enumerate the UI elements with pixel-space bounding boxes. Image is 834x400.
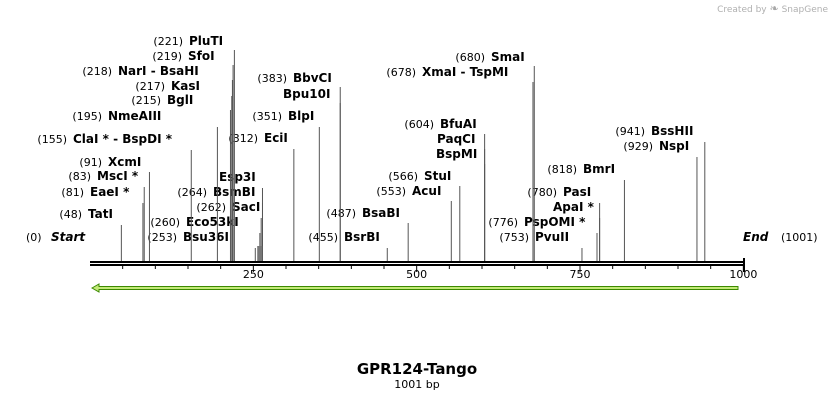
sequence-length: 1001 bp xyxy=(394,378,440,391)
site-position: (91) xyxy=(79,156,102,169)
ruler-tick-label: 1000 xyxy=(729,268,757,281)
site-position: (941) xyxy=(615,125,645,138)
site-name[interactable]: BsaBI xyxy=(362,206,400,220)
site-name[interactable]: PasI xyxy=(563,185,591,199)
site-position: (312) xyxy=(228,132,258,145)
site-position: (776) xyxy=(488,216,518,229)
site-name[interactable]: NarI - BsaHI xyxy=(118,64,199,78)
site-position: (48) xyxy=(59,208,82,221)
sequence-title: GPR124-Tango xyxy=(356,360,478,378)
site-position: (680) xyxy=(455,51,485,64)
site-name[interactable]: NmeAIII xyxy=(108,109,161,123)
site-position: (553) xyxy=(376,185,406,198)
snapgene-logo-icon: ❧ xyxy=(769,2,779,15)
site-name[interactable]: EaeI * xyxy=(90,185,130,199)
site-cluster-marker xyxy=(257,246,263,261)
site-name[interactable]: XcmI xyxy=(108,155,141,169)
site-position: (262) xyxy=(196,201,226,214)
map-ends: (0) Start End (1001) xyxy=(26,230,818,244)
site-position: (253) xyxy=(147,231,177,244)
ruler-tick-label: 500 xyxy=(406,268,427,281)
site-position: (260) xyxy=(150,216,180,229)
site-name[interactable]: BssHII xyxy=(651,124,693,138)
start-position: (0) xyxy=(26,231,42,244)
site-position: (455) xyxy=(308,231,338,244)
site-position: (780) xyxy=(527,186,557,199)
start-label: Start xyxy=(51,230,86,244)
site-position: (83) xyxy=(68,170,91,183)
site-name[interactable]: ClaI * - BspDI * xyxy=(73,132,173,146)
ruler-tick-label: 750 xyxy=(570,268,591,281)
feature-track xyxy=(90,283,739,293)
site-name[interactable]: BsrBI xyxy=(344,230,380,244)
site-name[interactable]: TatI xyxy=(88,207,113,221)
site-name[interactable]: Esp3I xyxy=(219,170,256,184)
site-name[interactable]: KasI xyxy=(171,79,200,93)
site-name[interactable]: BmrI xyxy=(583,162,615,176)
site-name[interactable]: AcuI xyxy=(412,184,441,198)
site-name[interactable]: NspI xyxy=(659,139,689,153)
site-name[interactable]: SfoI xyxy=(188,49,215,63)
site-name[interactable]: BbvCI xyxy=(293,71,332,85)
site-position: (215) xyxy=(131,94,161,107)
site-name[interactable]: SacI xyxy=(232,200,260,214)
site-position: (929) xyxy=(623,140,653,153)
site-position: (81) xyxy=(61,186,84,199)
site-name[interactable]: PvuII xyxy=(535,230,569,244)
sequence-ruler: 250 500 750 1000 xyxy=(90,258,757,281)
site-position: (383) xyxy=(257,72,287,85)
site-position: (487) xyxy=(326,207,356,220)
site-name[interactable]: Bsu36I xyxy=(183,230,229,244)
site-name[interactable]: XmaI - TspMI xyxy=(422,65,508,79)
site-position: (351) xyxy=(252,110,282,123)
end-position: (1001) xyxy=(781,231,818,244)
site-name[interactable]: StuI xyxy=(424,169,451,183)
site-position: (604) xyxy=(404,118,434,131)
site-labels: TatI (48) EaeI * (81) MscI * (83) XcmI (91) ClaI… xyxy=(37,34,693,244)
site-lines xyxy=(120,50,706,261)
site-position: (155) xyxy=(37,133,67,146)
site-position: (264) xyxy=(177,186,207,199)
site-position: (218) xyxy=(82,65,112,78)
end-label: End xyxy=(743,230,769,244)
site-name[interactable]: BspMI xyxy=(436,147,477,161)
site-name[interactable]: PluTI xyxy=(189,34,223,48)
site-name[interactable]: BglI xyxy=(167,93,193,107)
ruler-ticks: 250 500 750 1000 xyxy=(122,258,757,281)
site-name[interactable]: PspOMI * xyxy=(524,215,586,229)
feature-arrow[interactable] xyxy=(90,283,739,293)
site-position: (818) xyxy=(547,163,577,176)
site-position: (219) xyxy=(152,50,182,63)
site-name[interactable]: Eco53kI xyxy=(186,215,239,229)
site-name[interactable]: PaqCI xyxy=(437,132,475,146)
site-position: (753) xyxy=(499,231,529,244)
site-name[interactable]: BfuAI xyxy=(440,117,477,131)
site-position: (195) xyxy=(72,110,102,123)
site-name[interactable]: Bpu10I xyxy=(283,87,330,101)
site-position: (217) xyxy=(135,80,165,93)
site-name[interactable]: SmaI xyxy=(491,50,525,64)
site-name[interactable]: BlpI xyxy=(288,109,314,123)
site-position: (678) xyxy=(386,66,416,79)
credit-brand: SnapGene xyxy=(781,5,828,15)
credit-prefix: Created by xyxy=(717,5,767,15)
site-name[interactable]: MscI * xyxy=(97,169,139,183)
site-name[interactable]: ApaI * xyxy=(553,200,595,214)
ruler-tick-label: 250 xyxy=(243,268,264,281)
site-position: (566) xyxy=(388,170,418,183)
site-position: (221) xyxy=(153,35,183,48)
site-name[interactable]: EciI xyxy=(264,131,288,145)
snapgene-credit: Created by ❧ SnapGene xyxy=(717,2,828,15)
